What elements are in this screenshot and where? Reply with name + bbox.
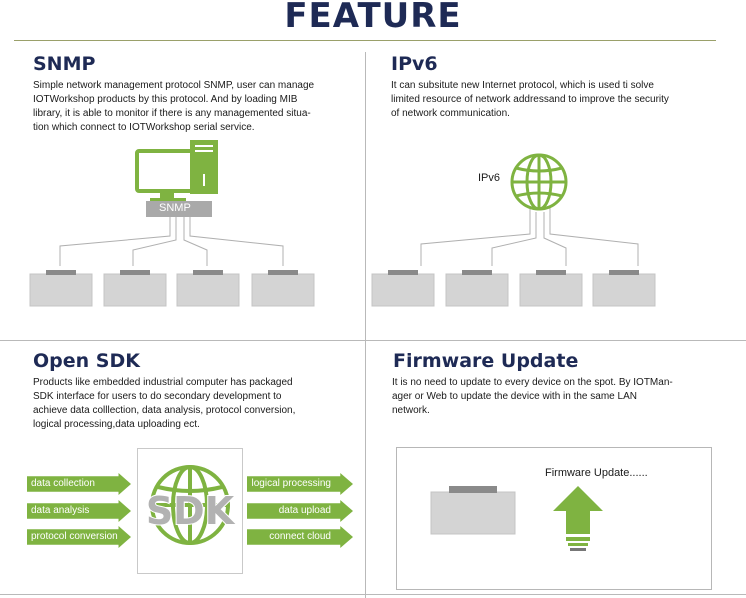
sdk-output-arrow: connect cloud: [247, 526, 353, 548]
snmp-network-lines: [59, 216, 284, 266]
sdk-output-arrow: logical processing: [247, 473, 353, 495]
ipv6-network-lines: [420, 208, 639, 266]
sdk-line: achieve data colllection, data analysis,…: [33, 405, 296, 416]
vertical-divider: [365, 52, 366, 598]
globe-icon: [510, 153, 568, 211]
monitor-server-icon: [135, 140, 218, 201]
firmware-graphic: [430, 486, 603, 551]
ipv6-description: It can subsitute new Internet protocol, …: [391, 79, 704, 121]
snmp-description: Simple network management protocol SNMP,…: [33, 79, 345, 135]
ipv6-title: IPv6: [391, 53, 438, 75]
ipv6-line: It can subsitute new Internet protocol, …: [391, 80, 654, 91]
header-divider: [14, 40, 716, 41]
sdk-line: Products like embedded industrial comput…: [33, 377, 293, 388]
sdk-logo-text: SDK: [145, 488, 235, 534]
firmware-title: Firmware Update: [393, 350, 579, 372]
snmp-diagram: [29, 140, 315, 307]
snmp-line: IOTWorkshop products by this protocol. A…: [33, 94, 298, 105]
middle-divider: [0, 340, 746, 341]
ipv6-line: limited resource of network addressand t…: [391, 94, 669, 105]
page-title: FEATURE: [284, 0, 462, 36]
sdk-line: logical processing,data uploading ect.: [33, 419, 200, 430]
firmware-line: It is no need to update to every device …: [392, 377, 673, 388]
globe-icon: [150, 465, 230, 545]
sdk-title: Open SDK: [33, 350, 140, 372]
firmware-update-panel: Firmware Update......: [396, 447, 712, 590]
device-box-icon: [371, 270, 656, 307]
snmp-line: Simple network management protocol SNMP,…: [33, 80, 315, 91]
sdk-input-arrow: data collection: [27, 473, 131, 495]
snmp-line: tion which connect to IOTWorkshop serial…: [33, 122, 255, 133]
snmp-line: library, it is able to monitor if there …: [33, 108, 311, 119]
firmware-update-label: Firmware Update......: [545, 467, 648, 479]
sdk-description: Products like embedded industrial comput…: [33, 376, 339, 432]
snmp-hub-label: SNMP: [159, 202, 191, 214]
bottom-divider: [0, 594, 746, 595]
snmp-hub: [146, 201, 212, 217]
sdk-output-arrow: data upload: [247, 500, 353, 522]
ipv6-globe-label: IPv6: [478, 172, 501, 184]
ipv6-line: of network communication.: [391, 108, 510, 119]
sdk-input-arrow: data analysis: [27, 500, 131, 522]
firmware-line: ager or Web to update the device with in…: [392, 391, 637, 402]
sdk-input-arrow: protocol conversion: [27, 526, 131, 548]
device-box-icon: [29, 270, 315, 307]
ipv6-diagram: [371, 153, 656, 307]
snmp-title: SNMP: [33, 53, 96, 75]
device-box-icon: [430, 486, 516, 535]
sdk-logo-box: SDK: [137, 448, 243, 574]
sdk-line: SDK interface for users to do secondary …: [33, 391, 282, 402]
firmware-description: It is no need to update to every device …: [392, 376, 696, 418]
firmware-line: network.: [392, 405, 430, 416]
upload-arrow-icon: [553, 486, 603, 551]
